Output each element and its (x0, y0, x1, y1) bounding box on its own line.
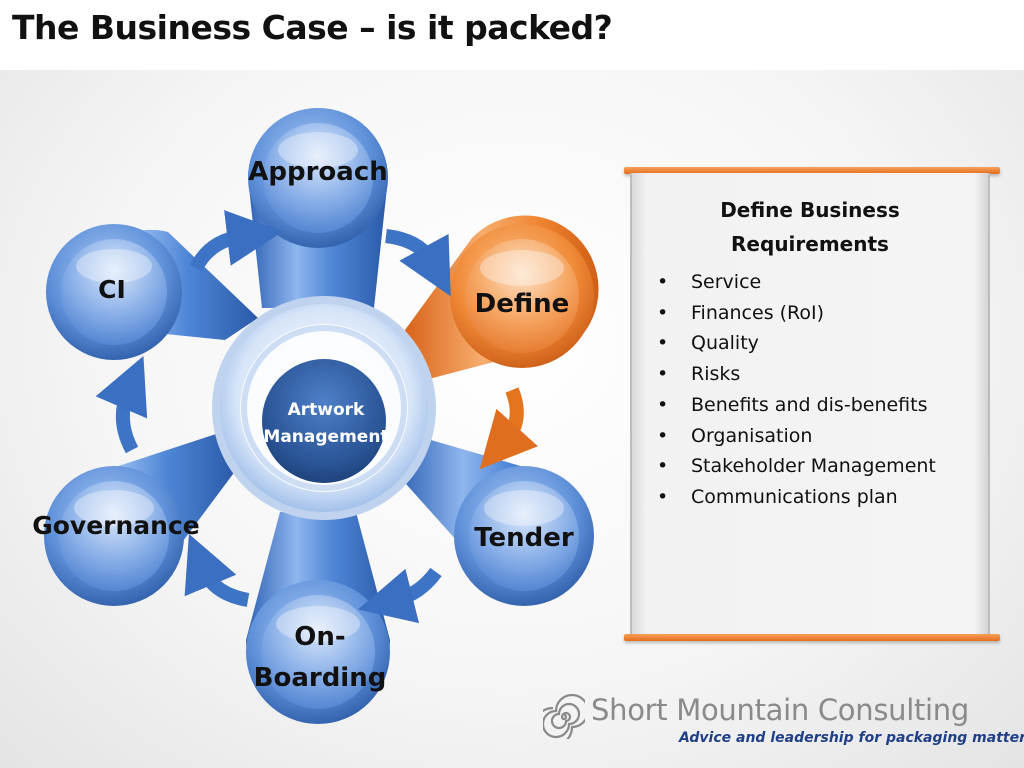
panel-bottom-bar (624, 634, 1000, 641)
panel-heading: Define Business Requirements (720, 198, 900, 256)
arrow-approach-to-define (384, 229, 451, 297)
hub-label-line1: Artwork (288, 400, 365, 420)
node-onboarding-label-line2: Boarding (254, 663, 387, 693)
arrow-tender-to-onboarding (357, 567, 442, 624)
list-item: •Service (657, 267, 988, 298)
node-governance: Governance (32, 466, 200, 606)
company-logo: Short Mountain Consulting Advice and lea… (543, 693, 1024, 753)
bullet-icon: • (657, 424, 669, 447)
bullet-icon: • (657, 485, 669, 508)
bullet-icon: • (657, 301, 669, 324)
node-ci-label: CI (98, 275, 126, 304)
title-bar: The Business Case – is it packed? (0, 0, 1024, 70)
requirements-list: •Service •Finances (RoI) •Quality •Risks… (632, 267, 988, 513)
logo-tagline: Advice and leadership for packaging matt… (679, 730, 1024, 746)
spiral-icon (543, 693, 585, 739)
list-item: •Quality (657, 328, 988, 359)
list-item: •Risks (657, 359, 988, 390)
bullet-icon: • (657, 455, 669, 478)
arrow-ci-to-approach (189, 210, 283, 272)
list-item: •Finances (RoI) (657, 298, 988, 329)
panel-top-bar (624, 167, 1000, 174)
bullet-icon: • (657, 363, 669, 386)
node-tender: Tender (454, 466, 594, 606)
node-approach: Approach (248, 108, 388, 248)
bullet-icon: • (657, 271, 669, 293)
hub: Artwork Management (212, 296, 436, 520)
hub-label-line2: Management (263, 427, 388, 447)
slide-title: The Business Case – is it packed? (12, 8, 613, 47)
node-onboarding: On- Boarding (246, 580, 390, 724)
list-item: •Benefits and dis-benefits (657, 390, 988, 421)
arrow-define-to-tender (479, 387, 539, 470)
node-onboarding-label-line1: On- (294, 622, 345, 652)
list-item: •Organisation (657, 421, 988, 452)
node-define: Define (450, 224, 594, 368)
arrow-onboarding-to-governance (184, 533, 250, 607)
node-governance-label: Governance (32, 511, 200, 540)
list-item: •Stakeholder Management (657, 451, 988, 482)
node-define-label: Define (475, 289, 570, 319)
list-item: •Communications plan (657, 482, 988, 513)
bullet-icon: • (657, 332, 669, 355)
arrow-governance-to-ci (95, 355, 148, 454)
node-approach-label: Approach (248, 157, 388, 187)
node-tender-label: Tender (474, 523, 574, 553)
requirements-panel: Define Business Requirements •Service •F… (630, 173, 990, 634)
node-ci: CI (46, 224, 182, 360)
bullet-icon: • (657, 393, 669, 416)
logo-name: Short Mountain Consulting (591, 693, 969, 727)
